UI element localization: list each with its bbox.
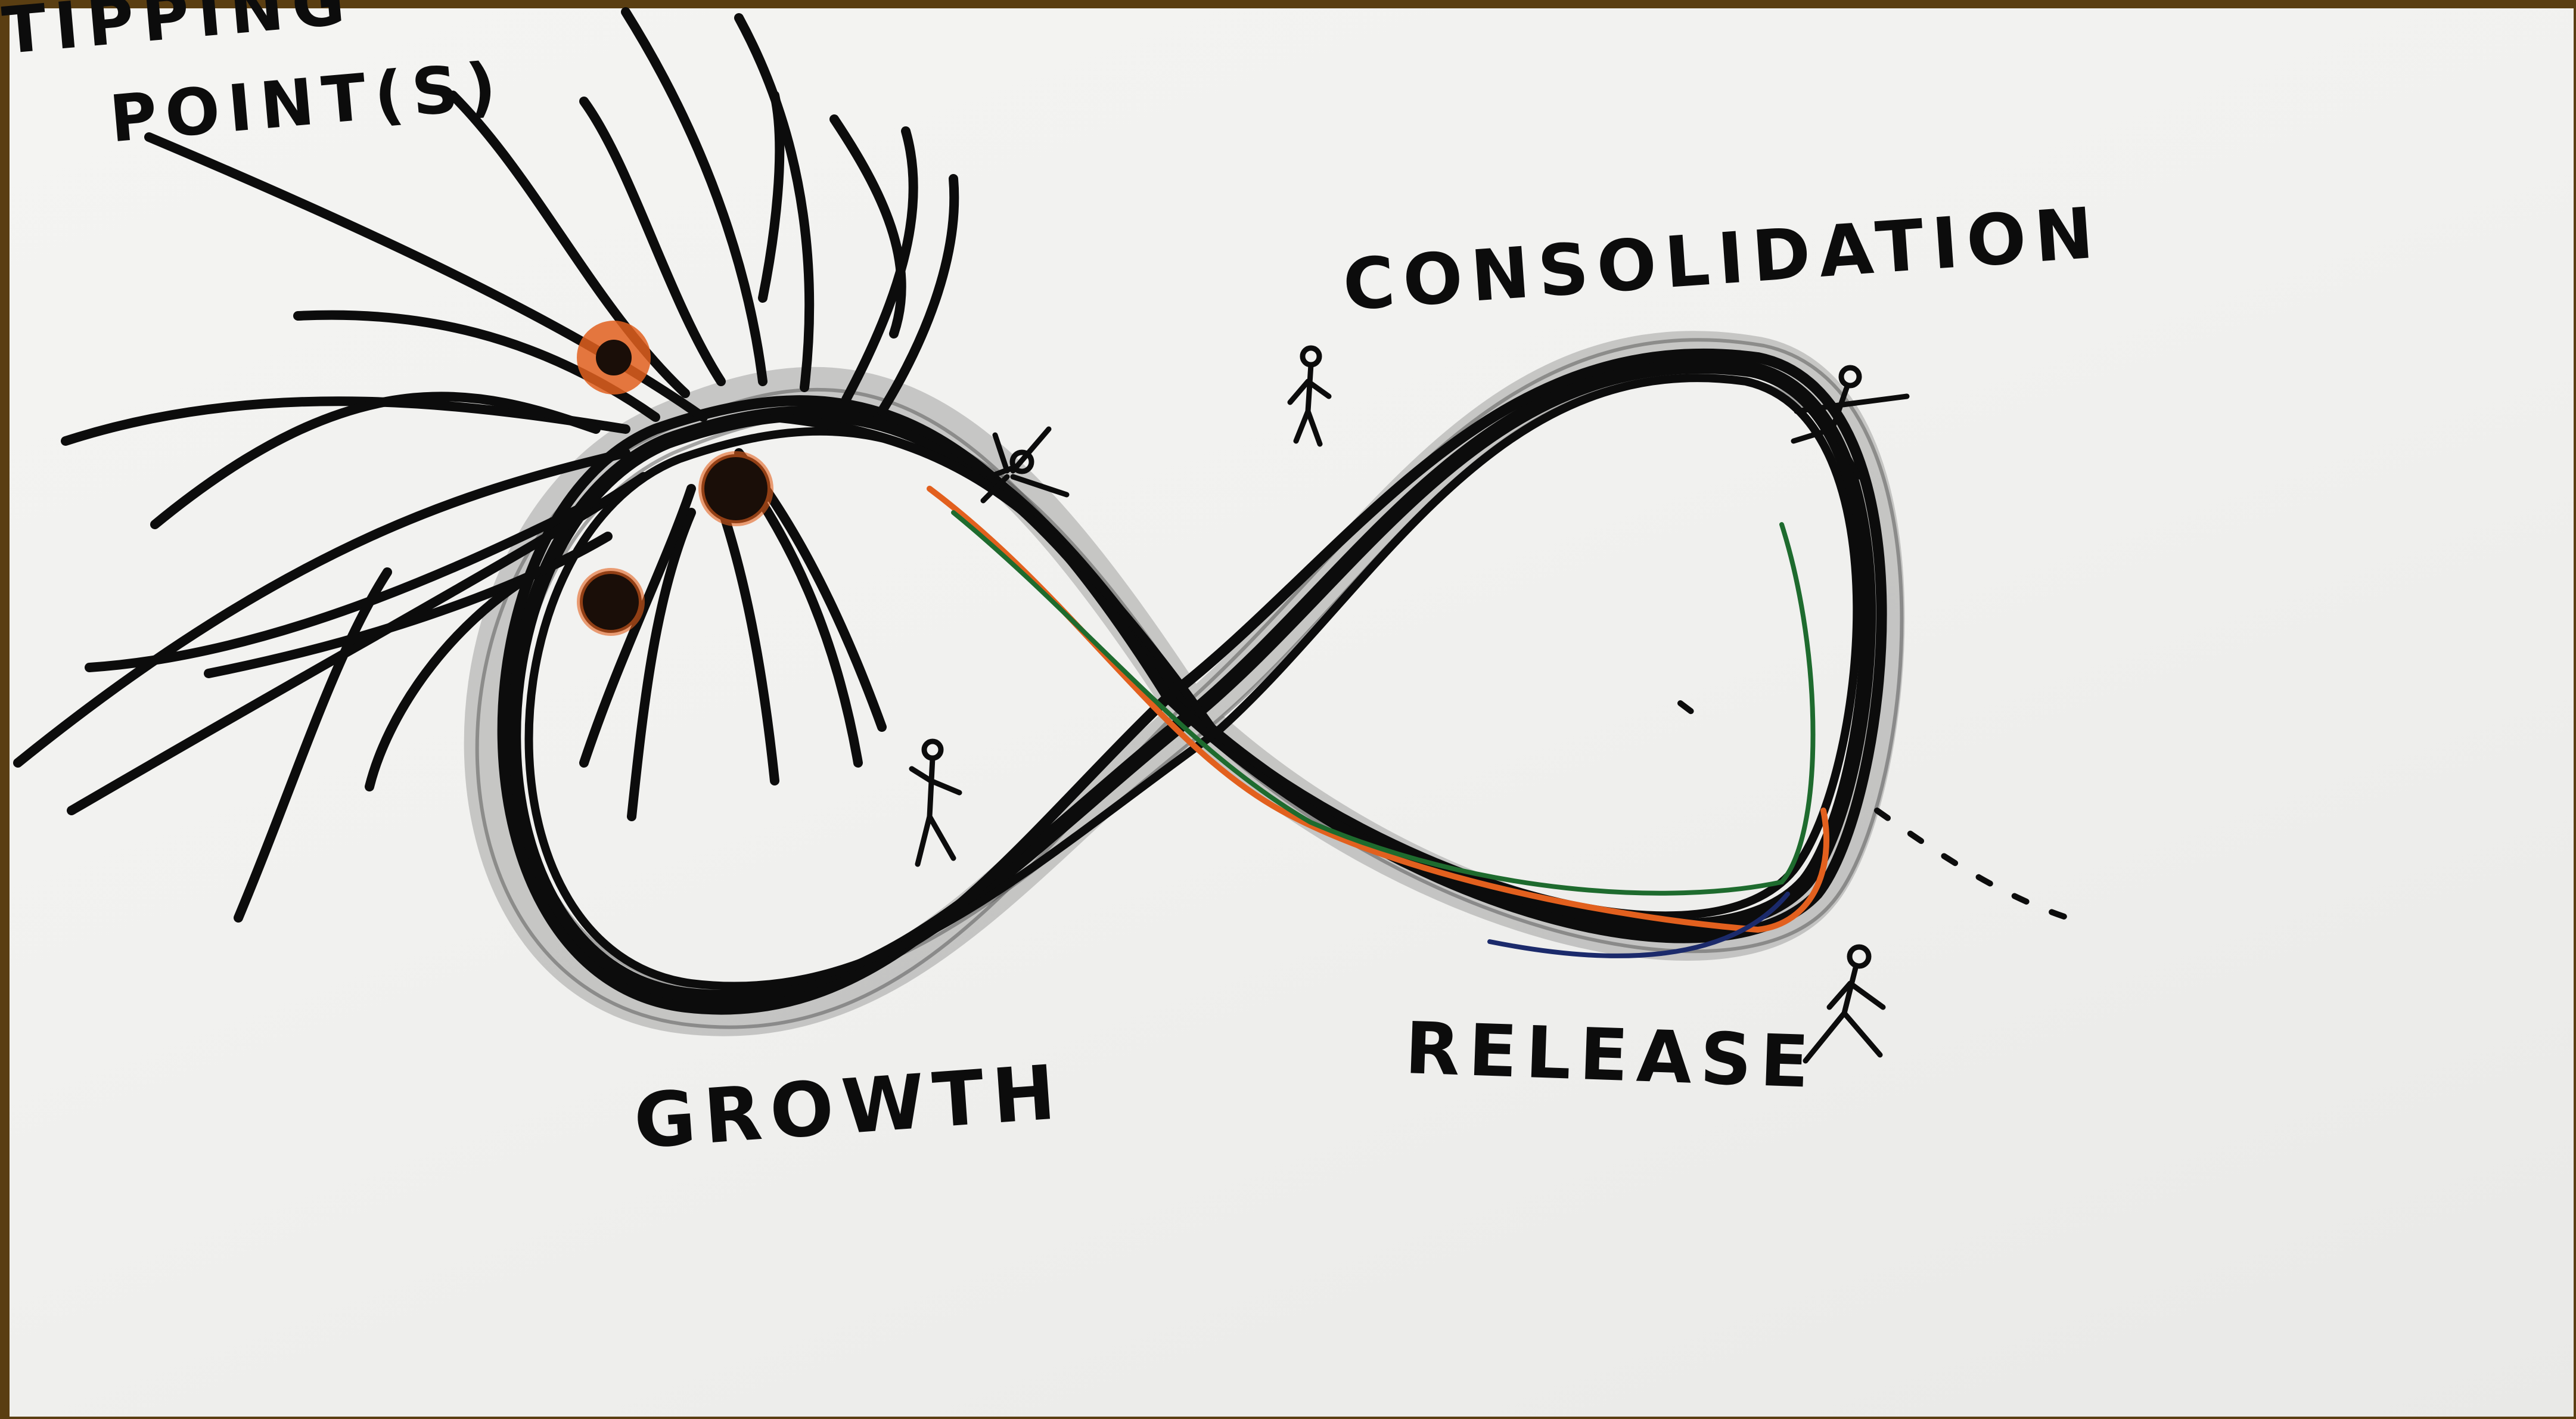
stick-figure-icon xyxy=(1290,348,1329,444)
infinity-loop-ink xyxy=(503,354,1882,1010)
stick-figure-icon xyxy=(912,741,959,864)
label-release: RELEASE xyxy=(1404,1013,1819,1099)
